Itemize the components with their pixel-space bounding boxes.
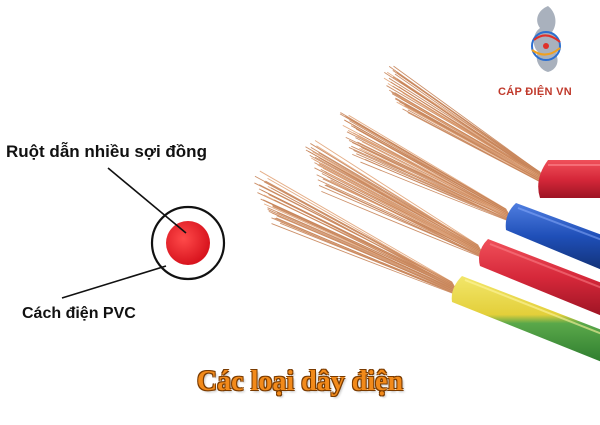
copper-strand bbox=[396, 71, 543, 176]
copper-strand bbox=[272, 205, 458, 292]
cable-cross-section bbox=[150, 205, 226, 281]
copper-strand bbox=[259, 170, 453, 283]
copper-strand bbox=[312, 151, 481, 250]
copper-strand bbox=[361, 147, 513, 221]
copper-strand bbox=[388, 66, 541, 174]
copper-strand bbox=[263, 181, 454, 285]
copper-strand bbox=[311, 157, 482, 252]
copper-strands bbox=[254, 65, 549, 297]
vietnam-map-logo-icon bbox=[531, 6, 561, 72]
copper-strand bbox=[326, 172, 485, 257]
copper-strand bbox=[277, 212, 458, 293]
copper-strand bbox=[267, 178, 454, 285]
copper-strand bbox=[318, 157, 481, 251]
copper-strand bbox=[321, 190, 487, 260]
conductor-pointer-line bbox=[107, 167, 187, 234]
copper-strand bbox=[348, 114, 507, 210]
page-caption: Các loại dây điện bbox=[196, 366, 404, 397]
copper-strand bbox=[339, 113, 508, 212]
copper-strand bbox=[364, 158, 514, 223]
copper-strand bbox=[393, 65, 541, 174]
wire-red-top bbox=[538, 160, 600, 198]
copper-strand bbox=[357, 135, 512, 218]
copper-strand bbox=[321, 173, 485, 257]
insulation-pointer-line bbox=[61, 265, 167, 299]
copper-strand bbox=[347, 130, 510, 216]
wire-blue bbox=[505, 203, 600, 270]
copper-strand bbox=[400, 97, 547, 183]
copper-strand bbox=[269, 193, 457, 290]
copper-strand bbox=[271, 217, 460, 296]
copper-strand bbox=[343, 119, 509, 214]
copper-strand bbox=[314, 162, 483, 253]
copper-strand bbox=[407, 109, 549, 187]
insulation-label: Cách điện PVC bbox=[22, 305, 136, 322]
copper-strand bbox=[360, 161, 515, 224]
copper-strand bbox=[349, 120, 509, 213]
copper-strand bbox=[353, 126, 510, 216]
copper-strand bbox=[317, 164, 484, 254]
conductor-label: Ruột dẫn nhiều sợi đồng bbox=[6, 142, 207, 161]
copper-strand bbox=[361, 141, 513, 221]
copper-strand bbox=[364, 152, 514, 223]
copper-strand bbox=[399, 81, 544, 179]
copper-strand bbox=[275, 217, 460, 296]
copper-strand bbox=[268, 210, 459, 294]
copper-strand bbox=[396, 101, 548, 186]
copper-strand bbox=[359, 133, 511, 218]
copper-strand bbox=[402, 92, 546, 181]
copper-strand bbox=[325, 184, 486, 259]
copper-strand bbox=[270, 187, 455, 288]
wire-red-middle bbox=[479, 239, 600, 316]
copper-strand bbox=[398, 86, 545, 181]
copper-strand bbox=[314, 140, 479, 246]
copper-strand bbox=[318, 152, 480, 248]
copper-strand bbox=[316, 145, 480, 248]
copper-strand bbox=[330, 179, 486, 259]
copper-strand bbox=[274, 199, 457, 290]
wire-yellow-green bbox=[451, 276, 600, 362]
copper-strand bbox=[271, 223, 461, 297]
brand-name: CÁP ĐIỆN VN bbox=[498, 86, 572, 98]
